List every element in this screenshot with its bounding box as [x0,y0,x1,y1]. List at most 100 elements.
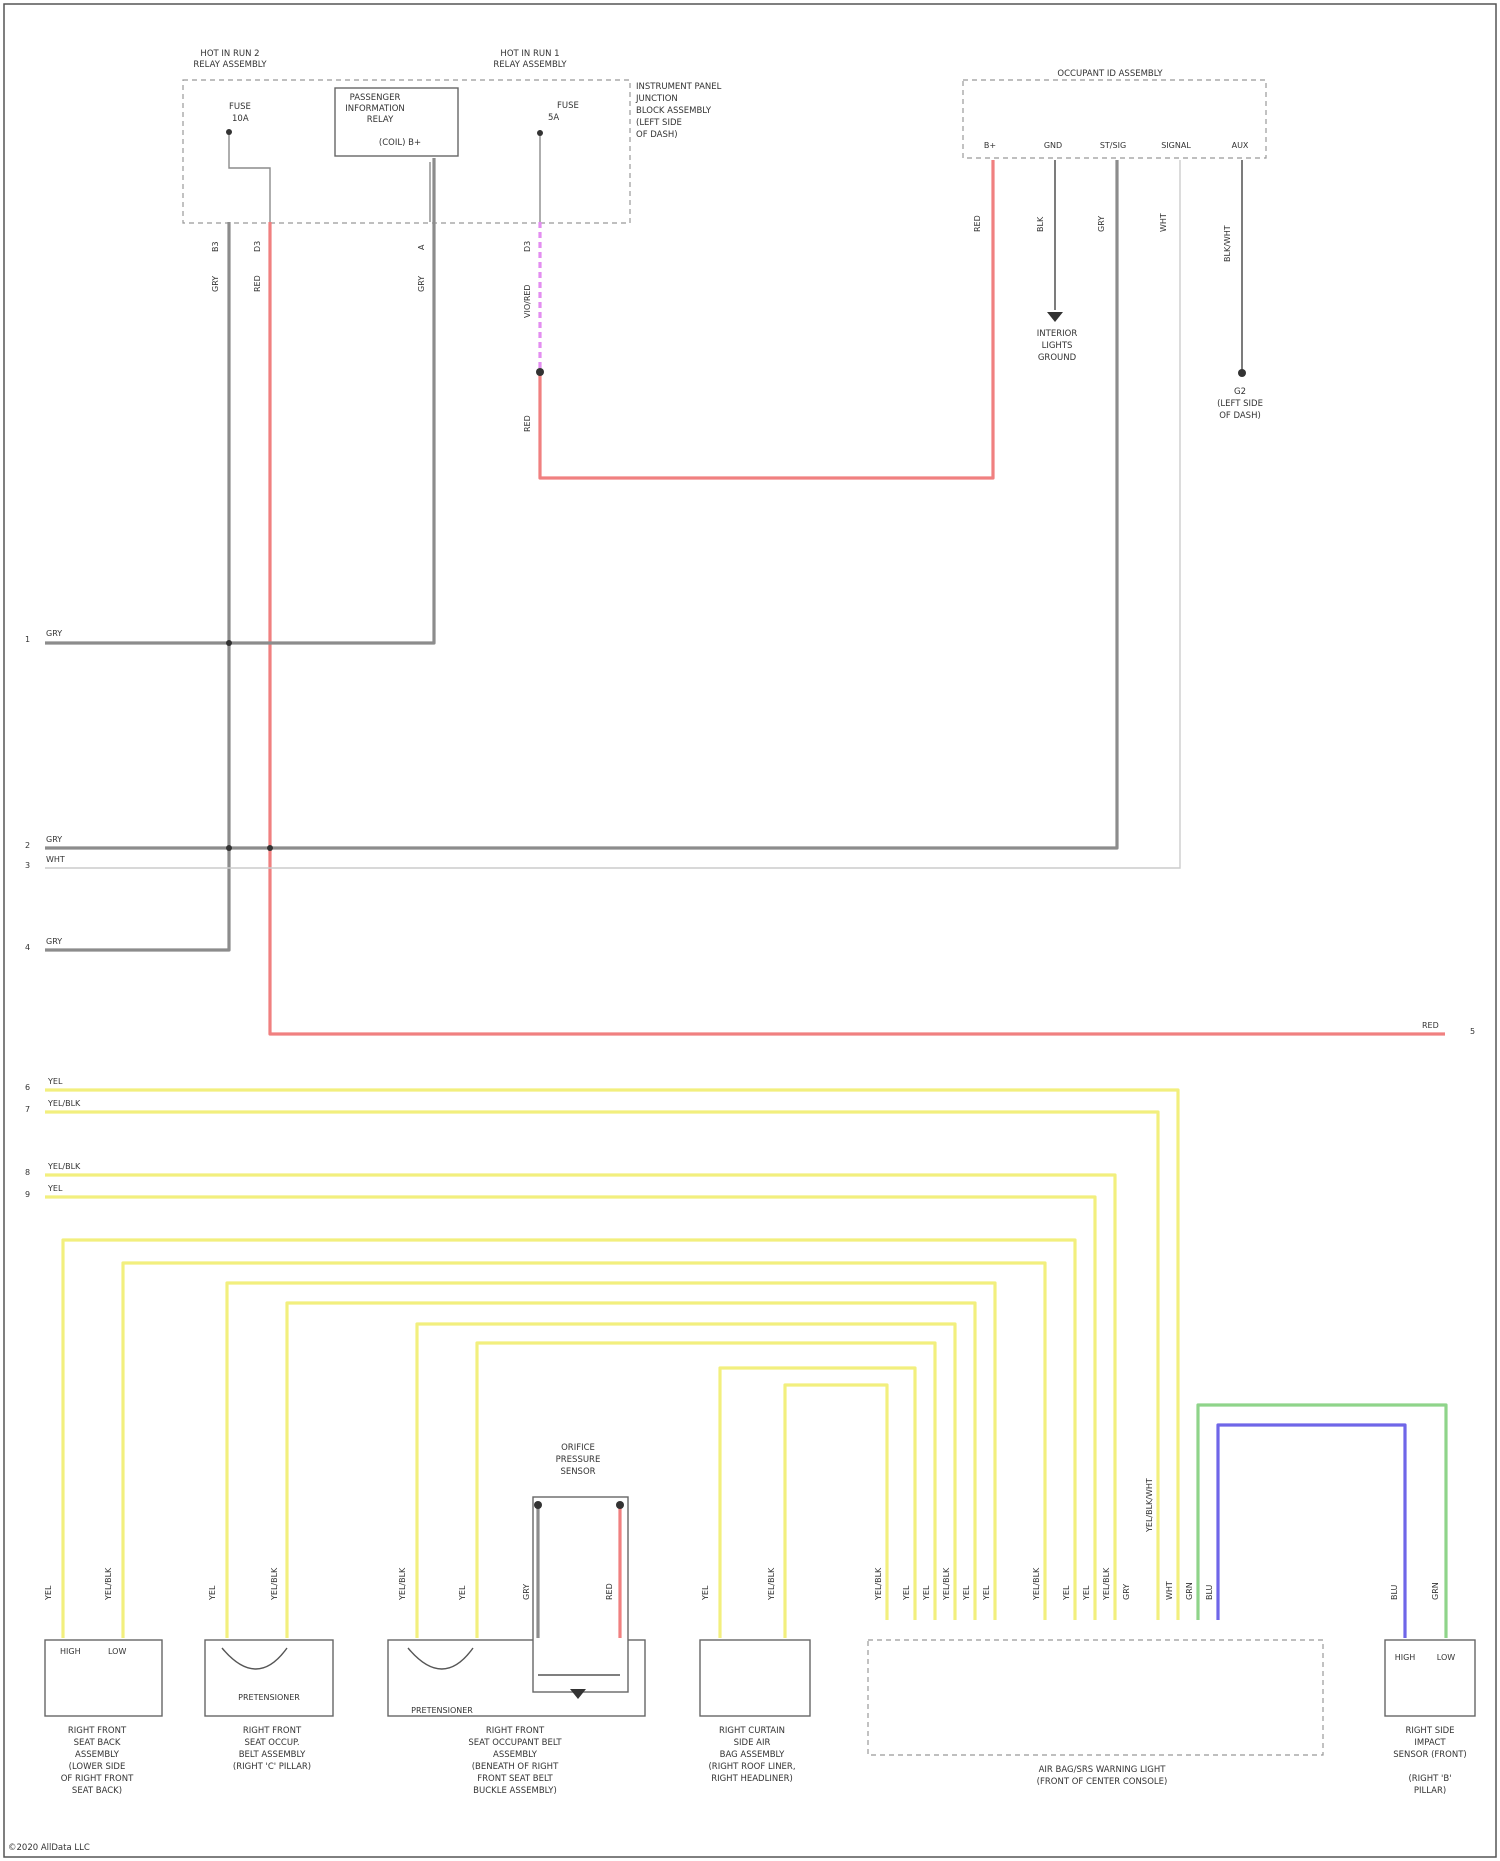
yellow-color-6: YEL [47,1077,63,1086]
c3-line1: RIGHT FRONT [486,1726,545,1736]
ip-junction-4: (LEFT SIDE [636,118,682,128]
c1-line5: OF RIGHT FRONT [61,1774,134,1784]
right-front-seat-belt-buckle-assembly: PRETENSIONER ORIFICE PRESSURE SENSOR GRY… [388,1443,645,1796]
c1-pin-high: HIGH [60,1647,81,1656]
yellow-color-8: YEL/BLK [47,1162,81,1171]
occupant-pin-5: AUX [1232,141,1249,150]
fuse2-amp-label: 5A [548,113,559,123]
sensor-line3: SENSOR [560,1467,595,1477]
c1-pin-low: LOW [108,1647,126,1656]
wire-gry-4 [45,222,229,950]
occupant-pin-3: ST/SIG [1100,141,1126,150]
ground2-terminal-icon [1238,369,1246,377]
c1-wire-1: YEL [44,1585,53,1601]
wire-red-5 [270,222,1445,1034]
yellow-num-9: 9 [25,1190,30,1199]
fuse2-pin: D3 [523,241,532,252]
c2-line4: (RIGHT 'C' PILLAR) [233,1762,311,1772]
yellow-color-7: YEL/BLK [47,1099,81,1108]
c2-header: PRETENSIONER [238,1693,300,1702]
c3-line6: BUCKLE ASSEMBLY) [473,1786,557,1796]
left-color-1: GRY [46,629,62,638]
module-wire-1: YEL/BLK [874,1567,883,1601]
wire-c2-b [287,1303,975,1638]
hot-in-run-fuse-block: HOT IN RUN 2 RELAY ASSEMBLY FUSE 10A PAS… [183,49,722,223]
c3-wire-2: YEL [458,1585,467,1601]
module-line2: (FRONT OF CENTER CONSOLE) [1037,1777,1168,1787]
module-wire-13: WHT [1165,1581,1174,1600]
c1-wire-2: YEL/BLK [104,1567,113,1601]
passenger-relay-1: PASSENGER [350,93,401,103]
wire-gry-2 [45,160,1117,848]
c3-line2: SEAT OCCUPANT BELT [468,1738,562,1748]
wire-grn [1198,1405,1446,1638]
c1-line3: ASSEMBLY [75,1750,120,1760]
yellow-color-9: YEL [47,1184,63,1193]
left-connector-labels: 1 GRY 2 GRY 3 WHT 4 GRY RED 5 [25,629,1475,1036]
wire-c4-b [785,1385,887,1638]
c4-line2: SIDE AIR [734,1738,771,1748]
c6-wire-1: BLU [1390,1584,1399,1600]
c6-line3: SENSOR (FRONT) [1393,1750,1467,1760]
c4-line4: (RIGHT ROOF LINER, [708,1762,795,1772]
module-wire-6: YEL [982,1585,991,1601]
fuse2-color-2: RED [523,415,532,432]
c3-header: PRETENSIONER [411,1706,473,1715]
fuse1-title-2: RELAY ASSEMBLY [193,60,267,70]
occupant-wire-3: GRY [1097,216,1106,232]
c3-line5: FRONT SEAT BELT [477,1774,553,1784]
occupant-pin-2: GND [1044,141,1062,150]
module-wire-9: YEL [1082,1585,1091,1601]
fuse2-title-2: RELAY ASSEMBLY [493,60,567,70]
c6-line5: PILLAR) [1414,1786,1446,1796]
left-color-4: GRY [46,937,62,946]
module-wire-3: YEL [922,1585,931,1601]
occupant-pin-4: SIGNAL [1161,141,1191,150]
c4-line3: BAG ASSEMBLY [720,1750,786,1760]
ground2-line1: G2 [1234,387,1246,397]
passenger-relay-4: (COIL) B+ [379,138,421,148]
right-front-seat-occupant-belt: PRETENSIONER YEL YEL/BLK RIGHT FRONT SEA… [205,1567,333,1772]
module-wire-14: GRN [1185,1582,1194,1600]
module-wire-5: YEL [962,1585,971,1601]
sensor-wire-left: GRY [522,1584,531,1600]
sensor-line2: PRESSURE [556,1455,601,1465]
occupant-wire-2: BLK [1036,216,1045,232]
ground2-line2: (LEFT SIDE [1217,399,1263,409]
c6-line4: (RIGHT 'B' [1408,1774,1451,1784]
occupant-title: OCCUPANT ID ASSEMBLY [1057,69,1163,79]
fuse1-amp-label: 10A [232,114,249,124]
yellow-num-6: 6 [25,1083,30,1092]
right-color-5: RED [1422,1021,1439,1030]
module-wire-10: YEL/BLK [1102,1567,1111,1601]
fuse1-wire1-pin: B3 [211,241,220,252]
ground-icon [1047,312,1063,322]
c4-wire-1: YEL [701,1585,710,1601]
module-line1: AIR BAG/SRS WARNING LIGHT [1039,1765,1167,1775]
c1-line1: RIGHT FRONT [68,1726,127,1736]
ip-junction-3: BLOCK ASSEMBLY [636,106,712,116]
passenger-relay-2: INFORMATION [345,104,405,114]
yellow-num-7: 7 [25,1105,30,1114]
impact-sensor-wires [1198,1405,1446,1638]
fuse1-title-1: HOT IN RUN 2 [200,49,259,59]
c6-line2: IMPACT [1414,1738,1446,1748]
occupant-id-assembly: OCCUPANT ID ASSEMBLY B+ GND ST/SIG SIGNA… [963,69,1266,421]
left-color-3: WHT [46,855,65,864]
ground1-line1: INTERIOR [1037,329,1078,339]
c2-wire-2: YEL/BLK [270,1567,279,1601]
left-num-1: 1 [25,635,30,644]
module-wire-4: YEL/BLK [942,1567,951,1601]
sensor-wire-right: RED [605,1583,614,1600]
ground1-line2: LIGHTS [1042,341,1073,351]
fuse1-fuse-label: FUSE [229,102,251,112]
c4-line1: RIGHT CURTAIN [719,1726,785,1736]
fuse1-wire1-color: GRY [211,276,220,292]
c2-line2: SEAT OCCUP. [244,1738,299,1748]
sensor-line1: ORIFICE [561,1443,595,1453]
wire-red-bplus [540,160,993,478]
ground1-line3: GROUND [1038,353,1077,363]
c6-wire-2: GRN [1431,1582,1440,1600]
c3-wire-1: YEL/BLK [398,1567,407,1601]
